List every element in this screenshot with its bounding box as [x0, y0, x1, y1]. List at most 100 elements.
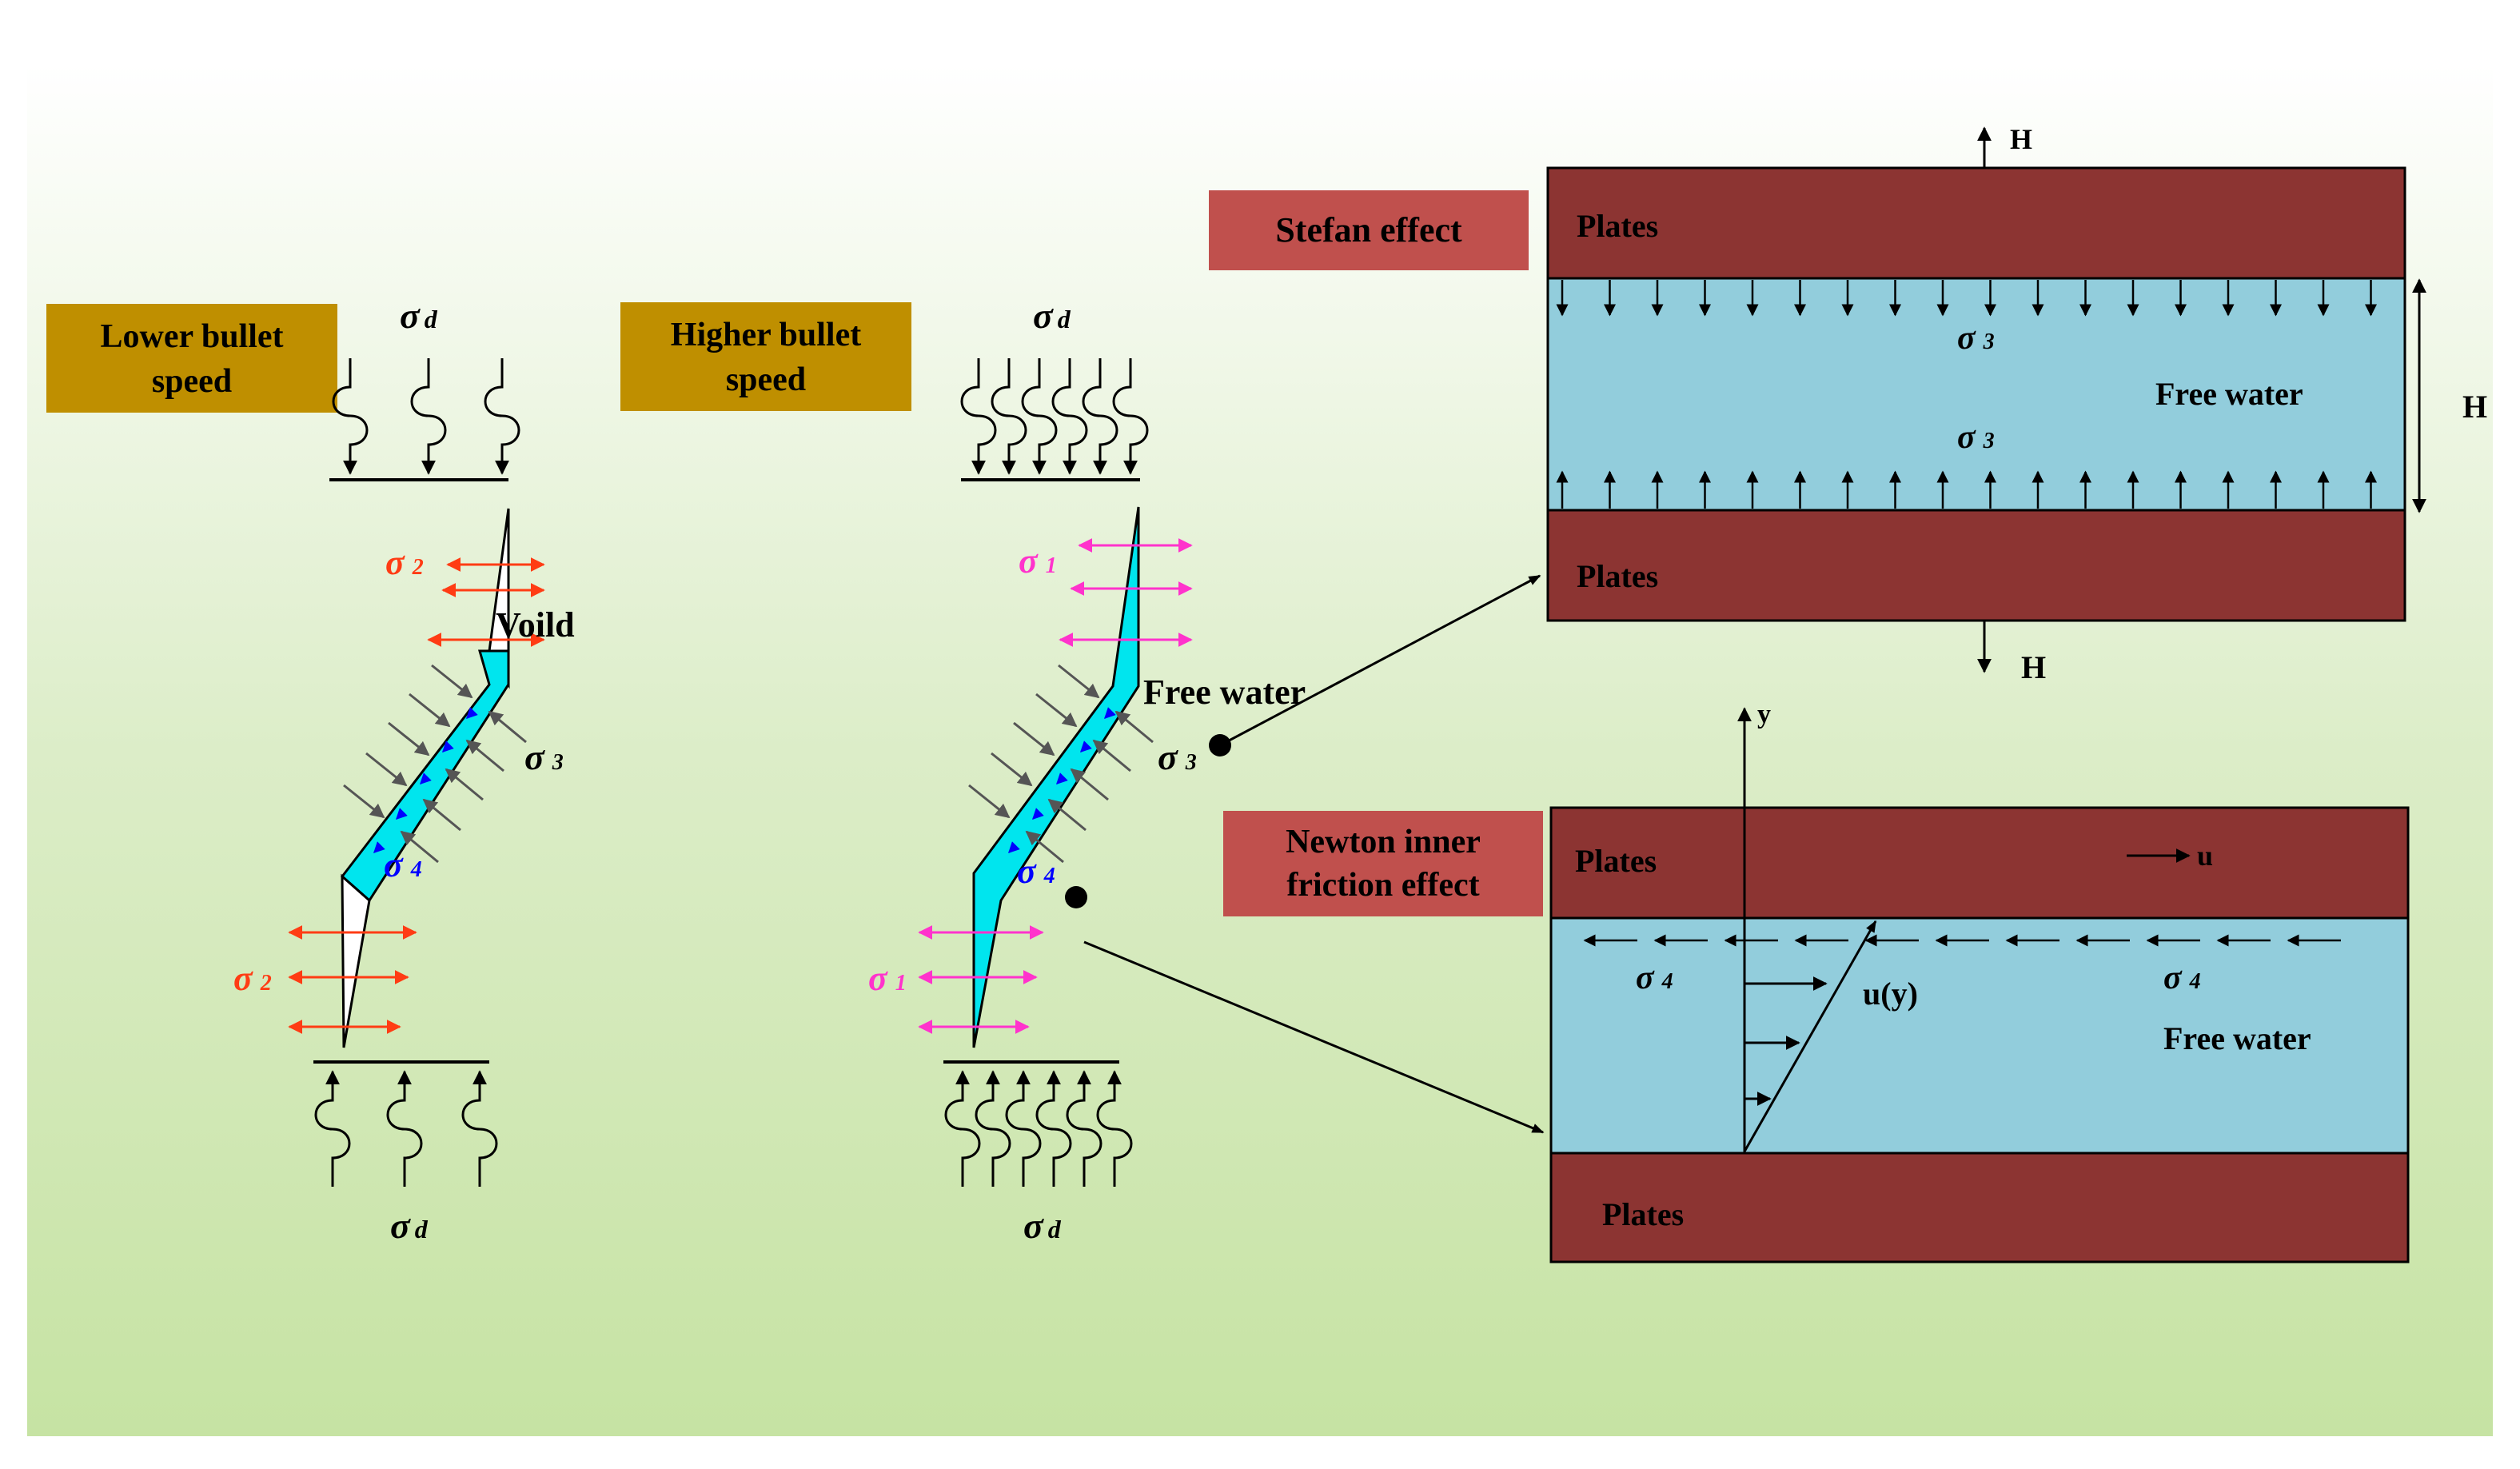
newton-top-plate-label: Plates [1575, 843, 1657, 879]
newton-tag-line1: Newton inner [1286, 824, 1481, 860]
lower-top-impact-arrows [332, 358, 520, 475]
lower-blue-4 [373, 841, 385, 853]
newton-panel: Newton inner friction effect Plates Plat… [1223, 700, 2410, 1263]
stefan-water-label: Free water [2155, 376, 2303, 412]
connector-to-newton [1083, 940, 1545, 1134]
stefan-panel: Stefan effect Plates Plates Free water σ… [1209, 123, 2487, 685]
lower-grey-se-1 [465, 739, 504, 772]
stefan-top-plate [1546, 166, 2406, 280]
lower-blue-0 [466, 707, 478, 719]
higher-blue-4 [1008, 841, 1020, 853]
lower-grey-nw-3 [365, 752, 408, 787]
higher-sigma3-arrows [968, 664, 1154, 864]
newton-y-axis-label: y [1757, 700, 1771, 729]
stefan-gap-label: H [2462, 389, 2487, 425]
lower-sigma2-arrows [288, 557, 545, 1034]
higher-grey-se-2 [1070, 768, 1109, 801]
higher-sigma4-arrows [1008, 707, 1116, 853]
stefan-top-plate-label: Plates [1577, 208, 1658, 244]
higher-grey-se-0 [1114, 710, 1154, 744]
newton-water-label: Free water [2163, 1020, 2311, 1056]
higher-grey-nw-2 [1013, 721, 1055, 756]
higher-grey-nw-0 [1058, 664, 1100, 699]
higher-blue-2 [1056, 772, 1068, 784]
connector-to-stefan [1219, 574, 1541, 747]
higher-tag-line1: Higher bullet [671, 317, 861, 353]
lower-bottom-arrow-2 [461, 1070, 498, 1187]
lower-top-arrow-2 [484, 358, 520, 475]
stefan-water-layer [1546, 277, 2406, 512]
lower-top-arrow-1 [410, 358, 447, 475]
higher-blue-3 [1032, 808, 1044, 820]
lower-tag-line2: speed [152, 363, 232, 400]
higher-top-arrow-2 [1021, 358, 1058, 475]
newton-link-dot [1065, 886, 1087, 908]
stefan-bottom-plate [1546, 509, 2406, 622]
higher-crack-water [972, 506, 1140, 1048]
stefan-top-arrow-label: H [2010, 123, 2032, 155]
lower-grey-nw-2 [388, 721, 430, 756]
higher-bottom-arrow-3 [1035, 1070, 1072, 1187]
lower-blue-1 [442, 740, 454, 752]
higher-bottom-arrow-0 [944, 1070, 981, 1187]
lower-grey-nw-1 [409, 693, 451, 728]
lower-void-label: Voild [496, 605, 575, 645]
higher-grey-se-4 [1025, 830, 1064, 864]
newton-velocity-label: u [2197, 840, 2213, 872]
newton-bottom-plate [1549, 1152, 2410, 1263]
newton-water-layer [1549, 916, 2410, 1155]
stefan-bottom-arrow-label: H [2021, 649, 2046, 685]
lower-tag-line1: Lower bullet [100, 318, 283, 355]
higher-grey-nw-1 [1035, 693, 1078, 728]
lower-bottom-arrow-1 [386, 1070, 423, 1187]
higher-top-arrow-4 [1082, 358, 1118, 475]
lower-grey-se-3 [422, 798, 461, 832]
lower-grey-nw-0 [431, 664, 473, 699]
stefan-bottom-plate-label: Plates [1577, 558, 1658, 594]
higher-tag-line2: speed [726, 361, 806, 398]
lower-sigma4-arrows [373, 707, 478, 853]
higher-top-arrow-1 [991, 358, 1027, 475]
stefan-upward-arrows [1556, 470, 2377, 509]
higher-top-impact-arrows [960, 358, 1149, 475]
higher-bottom-impact-arrows [944, 1070, 1133, 1187]
lower-bottom-impact-arrows [314, 1070, 498, 1187]
stefan-downward-arrows [1556, 280, 2377, 317]
lower-speed-tag [46, 304, 337, 413]
lower-grey-nw-4 [343, 784, 385, 819]
newton-profile-label: u(y) [1863, 976, 1918, 1012]
lower-blue-2 [420, 772, 432, 784]
higher-grey-nw-4 [968, 784, 1011, 819]
lower-blue-3 [396, 808, 408, 820]
higher-blue-0 [1104, 707, 1116, 719]
higher-grey-se-3 [1047, 798, 1087, 832]
higher-top-arrow-0 [960, 358, 997, 475]
higher-top-arrow-5 [1112, 358, 1149, 475]
higher-free-water-label: Free water [1143, 673, 1306, 712]
higher-top-arrow-3 [1051, 358, 1088, 475]
higher-bottom-arrow-1 [975, 1070, 1011, 1187]
higher-bottom-arrow-2 [1005, 1070, 1042, 1187]
lower-grey-se-2 [445, 768, 484, 801]
newton-tag-line2: friction effect [1286, 867, 1479, 904]
lower-sigma3-arrows [343, 664, 527, 864]
